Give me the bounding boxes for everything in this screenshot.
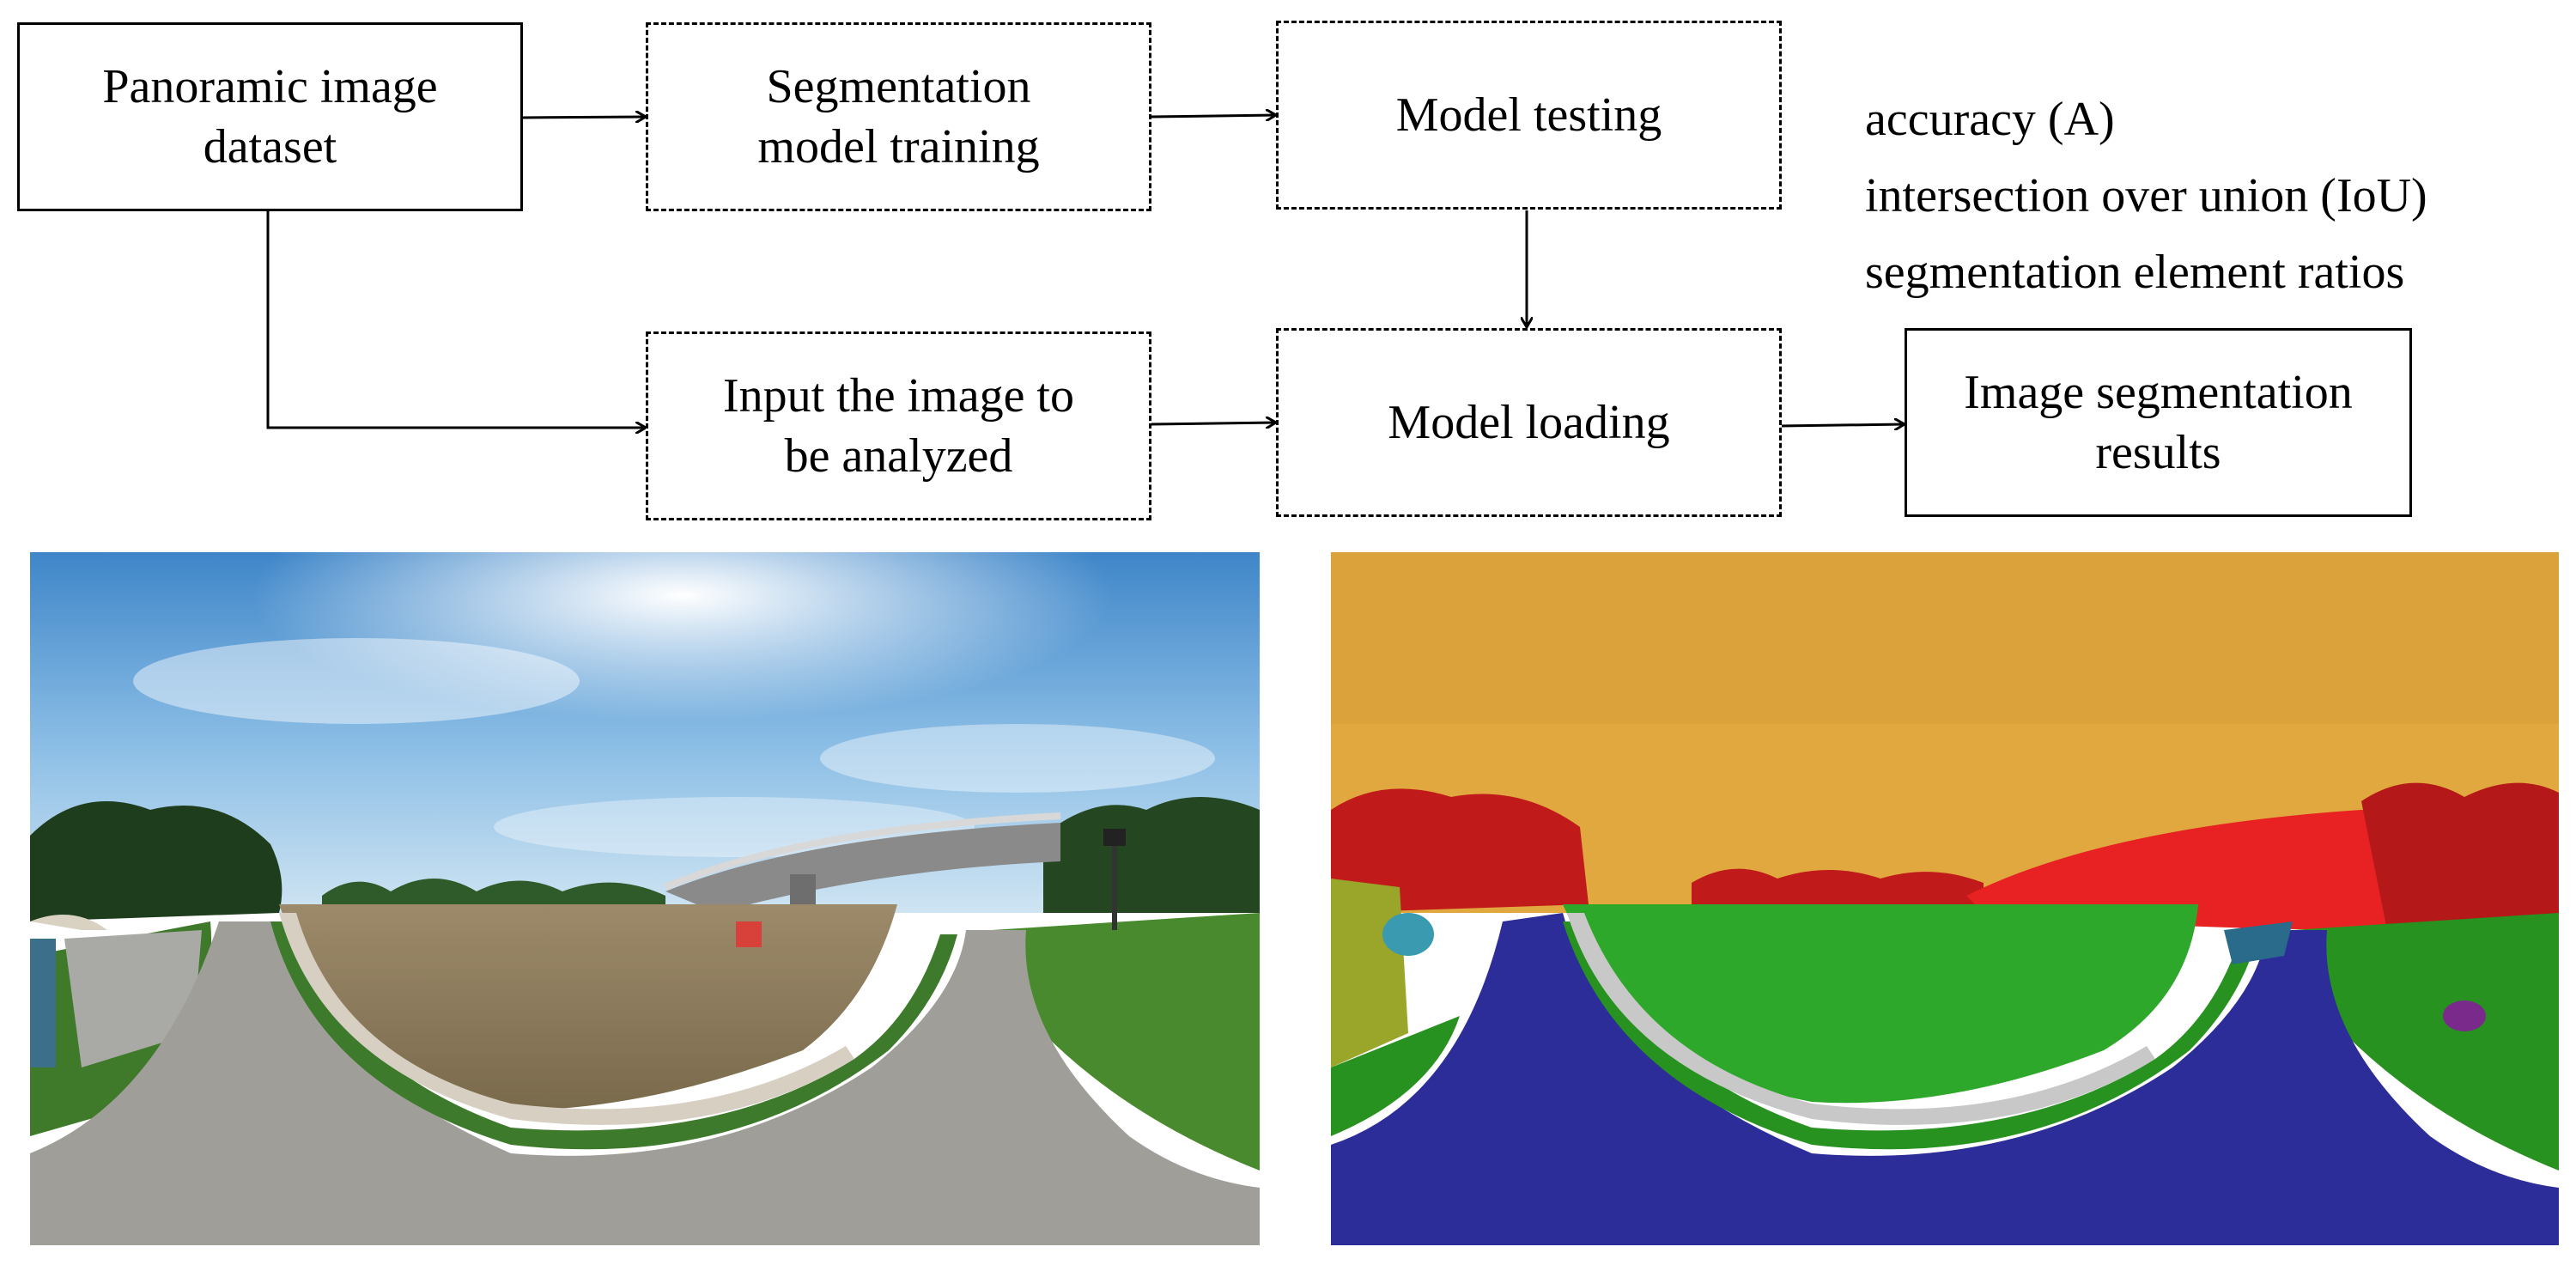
seg-railing [1567,913,2155,1125]
metric-element-ratios: segmentation element ratios [1865,246,2405,299]
left-trees [30,801,283,921]
railing [279,913,854,1125]
metric-iou: intersection over union (IoU) [1865,169,2427,222]
node-loading-label: Model loading [1388,396,1670,449]
arrow-dataset-to-training [520,117,646,118]
node-training-label: Segmentation model training [757,60,1040,173]
segmentation-mask [1331,552,2559,1245]
flowchart-connectors [266,0,2576,532]
seg-road [1331,913,2559,1245]
right-grass [992,913,1260,1171]
node-testing-label: Model testing [1395,88,1662,142]
seg-far-trees [1692,868,1984,904]
node-input: Input the image to be analyzed [646,331,1151,520]
seg-left-grass [1331,1016,1460,1136]
metric-accuracy: accuracy (A) [1865,93,2115,146]
seg-right-trees [2361,782,2559,930]
node-testing: Model testing [1276,21,1782,210]
node-results-label: Image segmentation results [1964,366,2353,479]
seg-right-grass [2293,913,2559,1171]
steps [64,930,202,1067]
paving [30,921,1260,1245]
seg-water [1563,904,2198,1104]
river [279,904,897,1110]
arrow-training-to-testing [1150,115,1276,117]
node-results: Image segmentation results [1905,328,2412,517]
node-dataset: Panoramic image dataset [17,22,523,211]
arrow-loading-to-results [1779,424,1905,426]
arrow-input-to-loading [1150,423,1276,424]
node-loading: Model loading [1276,328,1782,517]
right-trees [1043,797,1260,913]
node-dataset-label: Panoramic image dataset [102,60,438,173]
bridge [665,823,1060,913]
panoramic-photo [30,552,1260,1245]
arrow-dataset-to-input [266,210,646,428]
node-training: Segmentation model training [646,22,1151,211]
seg-left-trees [1331,788,1589,913]
node-input-label: Input the image to be analyzed [722,369,1074,483]
flowchart: Panoramic image dataset Segmentation mod… [0,0,2576,532]
seg-left-misc [1331,879,1408,1067]
seg-bridge [1966,810,2396,930]
evaluation-metrics: accuracy (A) intersection over union (Io… [1865,82,2427,311]
